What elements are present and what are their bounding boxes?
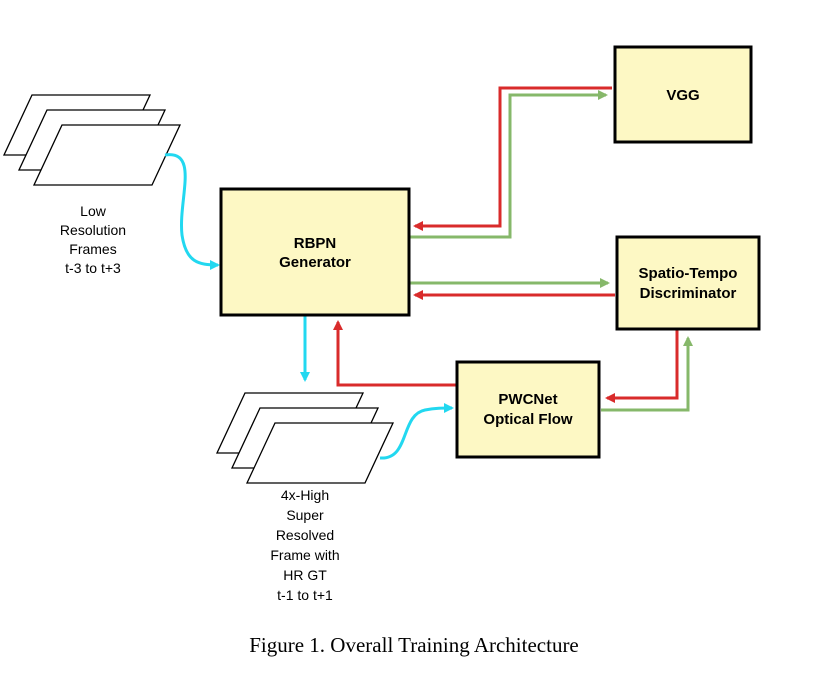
low-res-label-line: Frames <box>69 241 116 257</box>
pwcnet-label-line1: PWCNet <box>498 391 557 408</box>
low-res-label-line: Resolution <box>60 222 126 238</box>
discriminator-box: Spatio-Tempo Discriminator <box>615 235 761 331</box>
super-res-label-line: t-1 to t+1 <box>277 587 333 603</box>
super-res-label-line: 4x-High <box>281 487 329 503</box>
arrow-rbpn-to-vgg <box>409 90 608 239</box>
super-res-label-line: Frame with <box>270 547 339 563</box>
vgg-box: VGG <box>613 45 753 144</box>
super-res-label-line: Super <box>286 507 324 523</box>
rbpn-generator-box: RBPN Generator <box>219 187 411 317</box>
super-res-label: 4x-High Super Resolved Frame with HR GT … <box>270 487 339 603</box>
discriminator-label-line1: Spatio-Tempo <box>639 265 738 282</box>
super-res-frames-stack <box>215 392 395 484</box>
low-res-label: Low Resolution Frames t-3 to t+3 <box>60 203 126 276</box>
super-res-label-line: HR GT <box>283 567 327 583</box>
low-res-label-line: Low <box>80 203 107 219</box>
rbpn-label-line2: Generator <box>279 254 351 271</box>
arrow-super-res-to-pwc <box>379 403 454 460</box>
arrow-discriminator-to-pwc <box>605 330 679 403</box>
vgg-label: VGG <box>666 87 699 104</box>
discriminator-label-line2: Discriminator <box>640 285 737 302</box>
pwcnet-box: PWCNet Optical Flow <box>455 360 601 459</box>
figure-caption: Figure 1. Overall Training Architecture <box>249 633 579 657</box>
arrow-pwc-to-rbpn <box>333 320 456 387</box>
arrow-vgg-to-rbpn <box>413 86 612 231</box>
pwcnet-label-line2: Optical Flow <box>483 411 573 428</box>
super-res-label-line: Resolved <box>276 527 334 543</box>
arrow-pwc-to-discriminator <box>601 336 693 412</box>
rbpn-label-line1: RBPN <box>294 235 337 252</box>
low-res-frames-stack <box>2 94 182 186</box>
arrow-low-res-to-rbpn <box>164 153 220 270</box>
low-res-label-line: t-3 to t+3 <box>65 260 121 276</box>
